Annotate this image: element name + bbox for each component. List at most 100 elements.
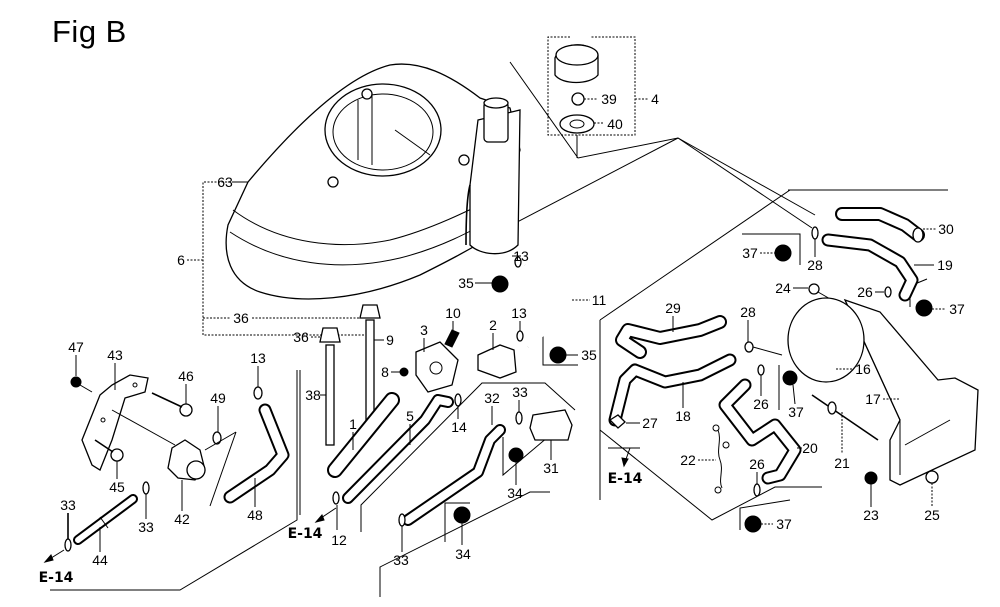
section-reference-label: E-14 [607, 471, 643, 487]
filler-neck-top [483, 97, 509, 109]
ref-arrow-2-head [314, 514, 325, 523]
figure-title: Fig B [52, 14, 127, 49]
part-callout-33: 33 [60, 497, 76, 513]
part-callout-16: 16 [855, 361, 871, 377]
fan-vane3 [394, 129, 431, 156]
clip-14 [454, 393, 462, 407]
part-callout-6: 6 [177, 252, 185, 268]
hose-20-fill [720, 380, 800, 483]
fitting-2 [477, 344, 517, 379]
part-callout-34: 34 [507, 485, 523, 501]
hose-clamp-34b [453, 506, 471, 524]
assembly-line-28b [752, 346, 783, 356]
assembly-line-43-42 [111, 409, 176, 446]
cap-gasket-40-hole [569, 119, 585, 129]
nut-25 [925, 470, 939, 484]
mount-boss-2 [327, 176, 339, 188]
part-callout-5: 5 [406, 408, 414, 424]
bracket-43-hole2 [100, 417, 106, 423]
fan-cover-rim1 [232, 194, 501, 246]
clip-27 [608, 414, 626, 429]
part-callout-35: 35 [458, 275, 474, 291]
region-line-middle [360, 382, 576, 532]
part-callout-44: 44 [92, 552, 108, 568]
clip-33b [398, 513, 406, 527]
assembly-line-49 [209, 431, 237, 507]
bolt-47-shank [79, 384, 93, 393]
bolt-45 [110, 448, 124, 462]
reservoir-16 [787, 297, 865, 383]
ref-arrow-1-head [621, 457, 629, 468]
hose-18-fill [610, 355, 735, 425]
region-line-35b [542, 335, 578, 366]
part-callout-4: 4 [651, 91, 659, 107]
bolt-46 [179, 403, 193, 417]
part-callout-43: 43 [107, 347, 123, 363]
region-line-middle3 [444, 502, 470, 542]
part-callout-26: 26 [749, 456, 765, 472]
rod-21 [811, 394, 879, 441]
region-line-left [50, 370, 298, 591]
valve-body-3 [415, 341, 459, 393]
part-callout-34: 34 [455, 546, 471, 562]
clip-13b [516, 330, 524, 342]
part-callout-37: 37 [776, 516, 792, 532]
rod-21-collar [827, 401, 837, 415]
screw-10 [444, 329, 460, 348]
part-callout-37: 37 [742, 245, 758, 261]
hose-clamp-34a [508, 447, 524, 463]
hose-clamp-37b [915, 299, 933, 317]
part-callout-19: 19 [937, 257, 953, 273]
part-callout-2: 2 [489, 317, 497, 333]
fuel-cap-top [555, 44, 599, 66]
part-callout-30: 30 [938, 221, 954, 237]
pipe-44-collar [99, 516, 109, 529]
grommet-36a [359, 304, 381, 319]
cover-bracket-17-slot [904, 419, 951, 446]
section-reference-label: E-14 [287, 526, 323, 542]
part-callout-28: 28 [807, 257, 823, 273]
part-callout-13: 13 [513, 248, 529, 264]
part-callout-1: 1 [349, 416, 357, 432]
stud-38 [325, 344, 335, 446]
stud-9 [365, 319, 375, 421]
cap-group-box [547, 36, 636, 136]
part-callout-37: 37 [949, 301, 965, 317]
part-callout-45: 45 [109, 479, 125, 495]
hose-48-fill [225, 405, 288, 502]
hose-clamp-37d [744, 515, 762, 533]
assembly-line-49b [204, 431, 237, 451]
part-callout-23: 23 [863, 507, 879, 523]
part-callout-33: 33 [393, 552, 409, 568]
part-callout-26: 26 [753, 396, 769, 412]
screw-8 [399, 367, 409, 377]
clip-12 [332, 491, 340, 505]
clip-49 [212, 431, 222, 445]
region-line-34a [502, 436, 549, 477]
nut-23 [864, 471, 878, 485]
assembly-line-28a [677, 137, 813, 229]
hose-29-fill [617, 317, 725, 357]
part-callout-40: 40 [607, 116, 623, 132]
part-callout-29: 29 [665, 300, 681, 316]
fan-cover-rim2 [229, 214, 501, 266]
part-callout-26: 26 [857, 284, 873, 300]
mount-boss-3 [458, 154, 470, 166]
clip-chain-22 [717, 429, 723, 489]
region-line-middle2 [379, 491, 550, 597]
bolt-46-shank [151, 392, 183, 408]
hose-19-fill [823, 235, 917, 300]
part-callout-21: 21 [834, 455, 850, 471]
grommet-36b [319, 327, 341, 343]
bracket-43-hole1 [132, 382, 138, 388]
pipe-44-fill [75, 496, 136, 543]
clip-chain-22-end3 [722, 441, 730, 449]
bracket-63-6 [202, 181, 367, 336]
part-callout-49: 49 [210, 390, 226, 406]
part-callout-8: 8 [381, 364, 389, 380]
ref-arrow-3-head [43, 554, 54, 563]
part-callout-3: 3 [420, 322, 428, 338]
part-callout-35: 35 [581, 347, 597, 363]
part-callout-24: 24 [775, 280, 791, 296]
